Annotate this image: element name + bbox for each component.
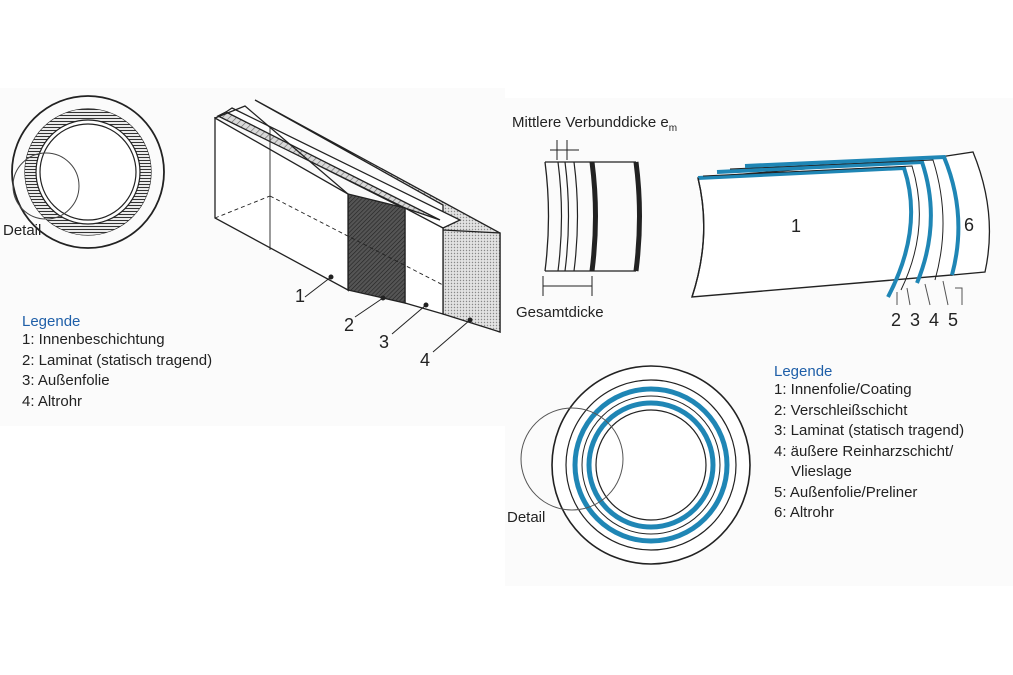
right-detail-circle [520,407,624,511]
left-callout-2: 2 [344,315,355,335]
right-callout-2: 2 [891,310,902,330]
left-callout-3: 3 [379,332,390,352]
right-cutaway-pipe [691,151,991,298]
right-callout-6: 6 [964,215,975,235]
left-legend-item-3: 3: Außenfolie [22,372,110,389]
total-thickness-label: Gesamtdicke [516,304,604,321]
left-callout-leaders [304,274,473,353]
left-legend: Legende 1: Innenbeschichtung 2: Laminat … [22,313,212,412]
right-legend-item-2: 2: Verschleißschicht [774,401,908,419]
right-callout-3: 3 [910,310,921,330]
right-legend-item-6: 6: Altrohr [774,504,835,521]
right-cutaway-leaders [896,280,963,306]
right-legend-item-1: 1: Innenfolie/Coating [774,381,912,398]
right-dimension-marks [542,140,593,296]
right-legend-item-4-cont: Vlieslage [791,463,852,480]
left-pipe-cross-section [11,95,165,249]
right-callout-4: 4 [929,310,940,330]
right-legend: Legende 1: Innenfolie/Coating 2: Verschl… [774,363,964,524]
left-detail-label: Detail [3,222,42,239]
right-pipe-cross-section [551,365,751,565]
left-legend-title: Legende [22,313,81,330]
right-curved-layer-detail [544,161,642,272]
mean-thickness-subscript: m [668,123,678,134]
left-callout-4: 4 [420,350,431,370]
right-legend-title: Legende [774,363,833,380]
mean-thickness-text: Mittlere Verbunddicke e [512,114,669,131]
left-legend-item-4: 4: Altrohr [22,392,83,410]
right-callout-1: 1 [791,216,802,236]
left-callout-1: 1 [295,286,306,306]
right-detail-label: Detail [507,509,546,526]
right-legend-item-4: 4: äußere Reinharzschicht/ [774,442,954,460]
right-callout-5: 5 [948,310,959,330]
right-legend-item-3: 3: Laminat (statisch tragend) [774,422,965,439]
left-detail-circle [12,152,80,220]
left-legend-item-2: 2: Laminat (statisch tragend) [22,351,213,369]
right-legend-item-5: 5: Außenfolie/Preliner [774,483,918,501]
left-layer-block [213,99,501,333]
left-legend-item-1: 1: Innenbeschichtung [22,331,165,348]
mean-thickness-label: Mittlere Verbunddicke em [512,114,677,134]
